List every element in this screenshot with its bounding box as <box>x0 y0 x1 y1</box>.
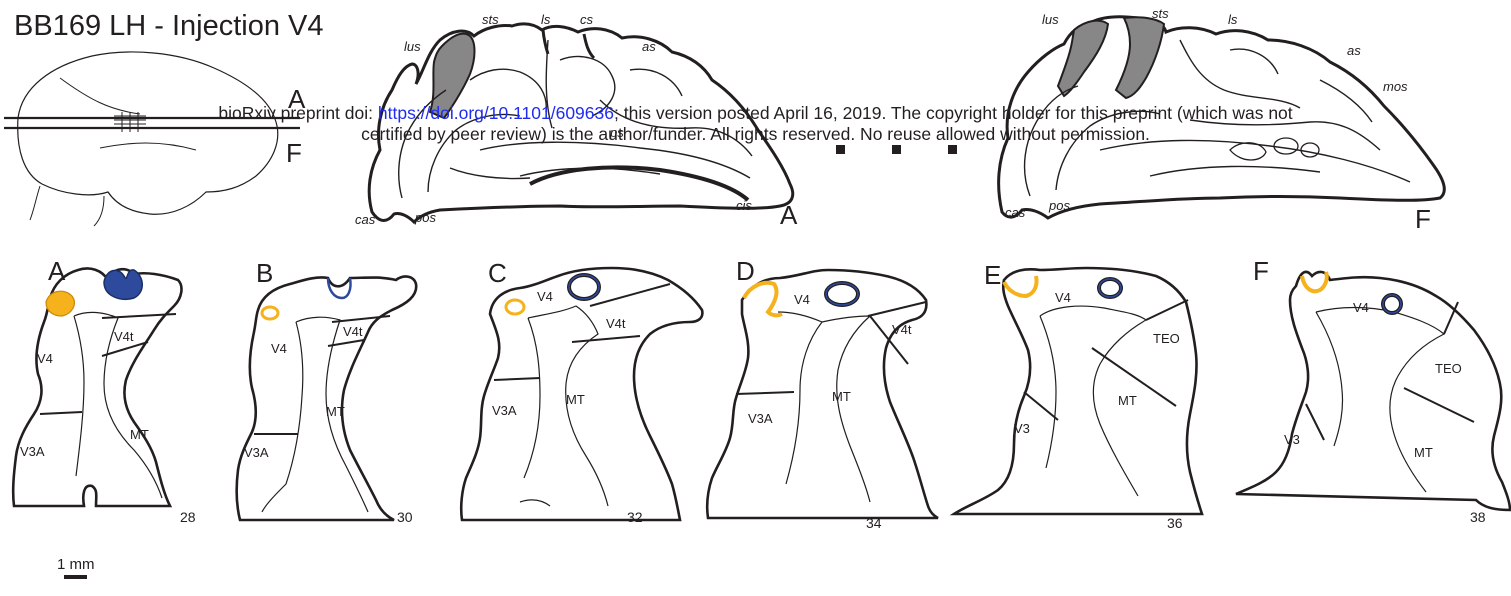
area-label: MT <box>326 404 345 419</box>
sulcus-label-sts: sts <box>1152 6 1169 21</box>
section-b-tracer-label <box>262 307 278 319</box>
sulcus-label-cis: cis <box>736 198 752 213</box>
sulcus-label-lus: lus <box>1042 12 1059 27</box>
area-label: V4 <box>537 289 553 304</box>
area-label: V4t <box>343 324 363 339</box>
sagittal-a-panel-label: A <box>780 200 798 230</box>
sulcus-label-cas: cas <box>1005 205 1026 220</box>
area-label: V3A <box>492 403 517 418</box>
area-label: V3A <box>244 445 269 460</box>
marker-square <box>948 145 957 154</box>
sulcus-label-ls: ls <box>541 12 551 27</box>
marker-square <box>836 145 845 154</box>
section-f-number: 38 <box>1470 509 1486 525</box>
section-f-panel-label: F <box>1253 256 1269 286</box>
sagittal-f-panel-label: F <box>1415 204 1431 234</box>
section-c-tracer-label <box>506 300 524 314</box>
area-label: MT <box>1414 445 1433 460</box>
sulcus-label-cas: cas <box>355 212 376 227</box>
section-b-number: 30 <box>397 509 413 525</box>
marker-square <box>892 145 901 154</box>
area-label: TEO <box>1153 331 1180 346</box>
area-label: V4 <box>271 341 287 356</box>
notice-line-2: certified by peer review) is the author/… <box>0 124 1511 145</box>
area-label: V3A <box>748 411 773 426</box>
coronal-section-a <box>13 268 181 506</box>
area-label: V4 <box>37 351 53 366</box>
section-d-number: 34 <box>866 515 882 531</box>
sulcus-label-as: as <box>1347 43 1361 58</box>
area-label: V4 <box>1055 290 1071 305</box>
coronal-section-e <box>954 268 1202 514</box>
area-label: V4t <box>892 322 912 337</box>
section-a-panel-label: A <box>48 256 66 286</box>
area-label: V4 <box>1353 300 1369 315</box>
notice-line-1: bioRxiv preprint doi: https://doi.org/10… <box>0 103 1511 124</box>
sulcus-label-cs: cs <box>580 12 594 27</box>
section-e-number: 36 <box>1167 515 1183 531</box>
notice-prefix: bioRxiv preprint doi: <box>218 103 378 123</box>
coronal-section-d <box>707 270 938 518</box>
brain-stem-line <box>94 196 104 226</box>
area-label: V3 <box>1284 432 1300 447</box>
area-label: V3A <box>20 444 45 459</box>
section-a-outline <box>13 268 181 506</box>
section-a-tracer-label <box>46 291 74 316</box>
section-markers <box>836 145 957 154</box>
section-c-panel-label: C <box>488 258 507 288</box>
area-label: V4t <box>114 329 134 344</box>
section-a-injection-site <box>104 270 142 299</box>
area-label: MT <box>1118 393 1137 408</box>
section-c-number: 32 <box>627 509 643 525</box>
sulcus-label-mos: mos <box>1383 79 1408 94</box>
preprint-notice: bioRxiv preprint doi: https://doi.org/10… <box>0 103 1511 145</box>
notice-rest: ; this version posted April 16, 2019. Th… <box>614 103 1293 123</box>
sulcus-label-ls: ls <box>1228 12 1238 27</box>
area-label: V3 <box>1014 421 1030 436</box>
sulcus-label-pos: pos <box>414 210 436 225</box>
sulcus-label-pos: pos <box>1048 198 1070 213</box>
sulcus-label-lus: lus <box>404 39 421 54</box>
sulcus-label-as: as <box>642 39 656 54</box>
area-label: MT <box>832 389 851 404</box>
section-b-panel-label: B <box>256 258 273 288</box>
section-f-outline <box>1236 272 1510 510</box>
sulcus-label-sts: sts <box>482 12 499 27</box>
area-label: V4t <box>606 316 626 331</box>
area-label: V4 <box>794 292 810 307</box>
area-label: TEO <box>1435 361 1462 376</box>
section-e-panel-label: E <box>984 260 1001 290</box>
area-label: MT <box>130 427 149 442</box>
brain-cerebellum-line <box>30 186 40 220</box>
area-label: MT <box>566 392 585 407</box>
section-a-number: 28 <box>180 509 196 525</box>
doi-link[interactable]: https://doi.org/10.1101/609636 <box>378 103 614 123</box>
coronal-section-b <box>237 277 417 520</box>
scale-bar-label: 1 mm <box>57 556 95 573</box>
section-d-panel-label: D <box>736 256 755 286</box>
coronal-section-f <box>1236 272 1510 510</box>
section-e-outline <box>954 268 1202 514</box>
